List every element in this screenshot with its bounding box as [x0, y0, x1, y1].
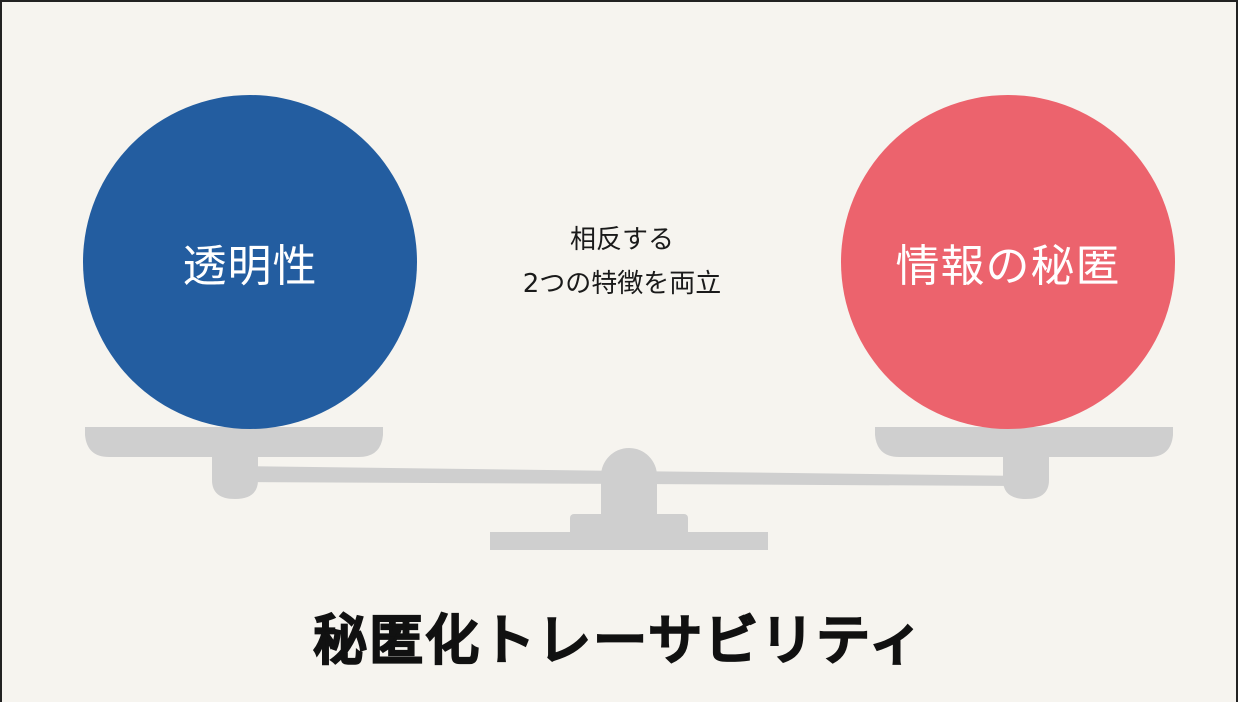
- transparency-circle: 透明性: [83, 95, 417, 429]
- right-pan-hanger: [1003, 457, 1049, 499]
- scale-base: [490, 532, 768, 550]
- right-scale-pan: [875, 427, 1173, 457]
- left-scale-pan: [85, 427, 383, 457]
- confidentiality-circle: 情報の秘匿: [841, 95, 1175, 429]
- scale-stand-upper: [570, 514, 688, 536]
- scale-post: [601, 474, 657, 520]
- caption-line-2: 2つの特徴を両立: [522, 269, 722, 299]
- left-pan-hanger: [212, 457, 258, 499]
- transparency-label: 透明性: [182, 241, 318, 292]
- caption-line-1: 相反する: [569, 225, 674, 255]
- confidentiality-label: 情報の秘匿: [895, 241, 1121, 292]
- slide-title: 秘匿化トレーサビリティ: [312, 608, 925, 673]
- center-caption: 相反する 2つの特徴を両立: [462, 218, 782, 306]
